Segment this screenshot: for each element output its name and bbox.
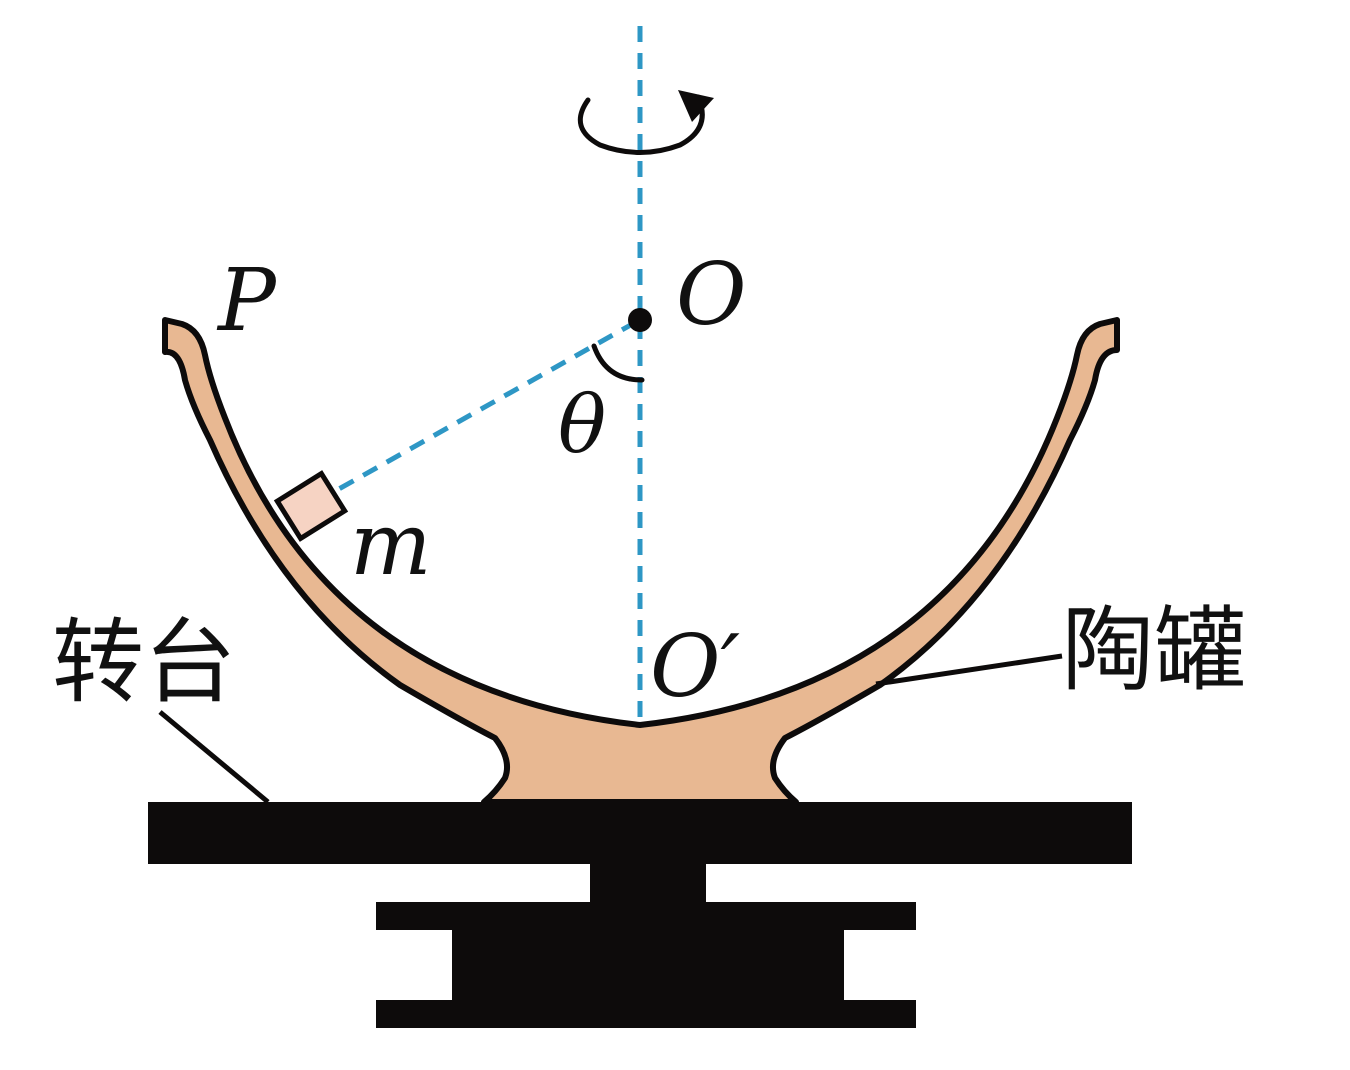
turntable-base-upper	[376, 902, 916, 930]
jar-leader-line	[875, 653, 1063, 687]
rotation-arrow-icon	[577, 90, 714, 155]
theta-arc	[591, 343, 645, 383]
turntable	[148, 802, 1132, 1028]
label-theta: θ	[558, 378, 606, 471]
turntable-leader-line	[158, 710, 270, 804]
label-jar: 陶罐	[1062, 597, 1246, 704]
turntable-base-core	[452, 928, 844, 1002]
center-point-o	[628, 308, 652, 332]
radius-line	[328, 319, 638, 497]
turntable-spindle	[590, 862, 706, 906]
turntable-top-plate	[148, 802, 1132, 864]
label-m: m	[350, 495, 432, 595]
label-p: P	[216, 251, 278, 351]
turntable-base-lower	[376, 1000, 916, 1028]
label-o: O	[676, 245, 747, 345]
label-o-prime: O′	[650, 617, 740, 717]
block-m	[273, 470, 349, 542]
label-turntable: 转台	[52, 609, 236, 716]
